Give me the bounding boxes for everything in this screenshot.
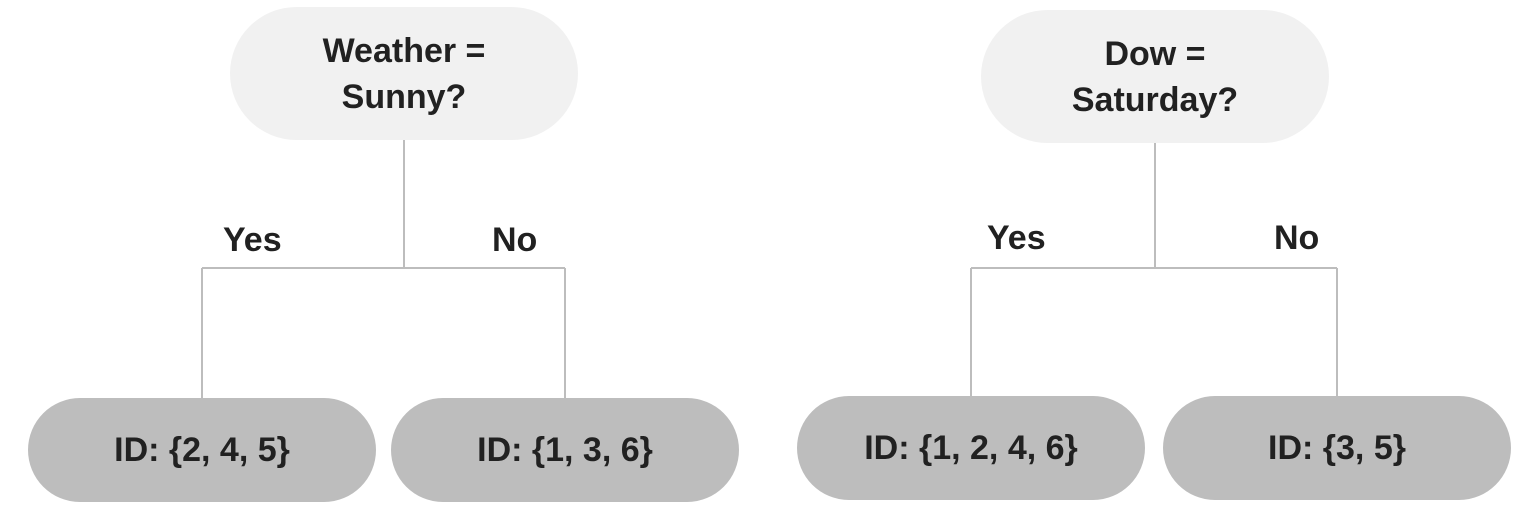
tree-2-no-leaf-node: ID: {3, 5} (1163, 396, 1511, 500)
tree-1-question-line-2: Sunny? (341, 77, 467, 116)
tree-2-question-node: Dow = Saturday? (981, 10, 1329, 143)
tree-1-no-label: No (492, 221, 538, 259)
tree-1-question-node: Weather = Sunny? (230, 7, 578, 140)
tree-2-yes-label: Yes (987, 219, 1046, 257)
tree-2-question-line-2: Saturday? (1071, 80, 1239, 119)
tree-1-no-leaf-node: ID: {1, 3, 6} (391, 398, 739, 502)
tree-2-no-label: No (1274, 219, 1320, 257)
tree-1-yes-label: Yes (223, 221, 282, 259)
tree-2-question-line-1: Dow = (1104, 34, 1206, 73)
tree-1-question-line-1: Weather = (322, 31, 486, 70)
tree-2-yes-leaf-node: ID: {1, 2, 4, 6} (797, 396, 1145, 500)
tree-1-yes-leaf-node: ID: {2, 4, 5} (28, 398, 376, 502)
tree-2-connectors (970, 143, 1338, 396)
tree-1-connectors (201, 140, 566, 398)
